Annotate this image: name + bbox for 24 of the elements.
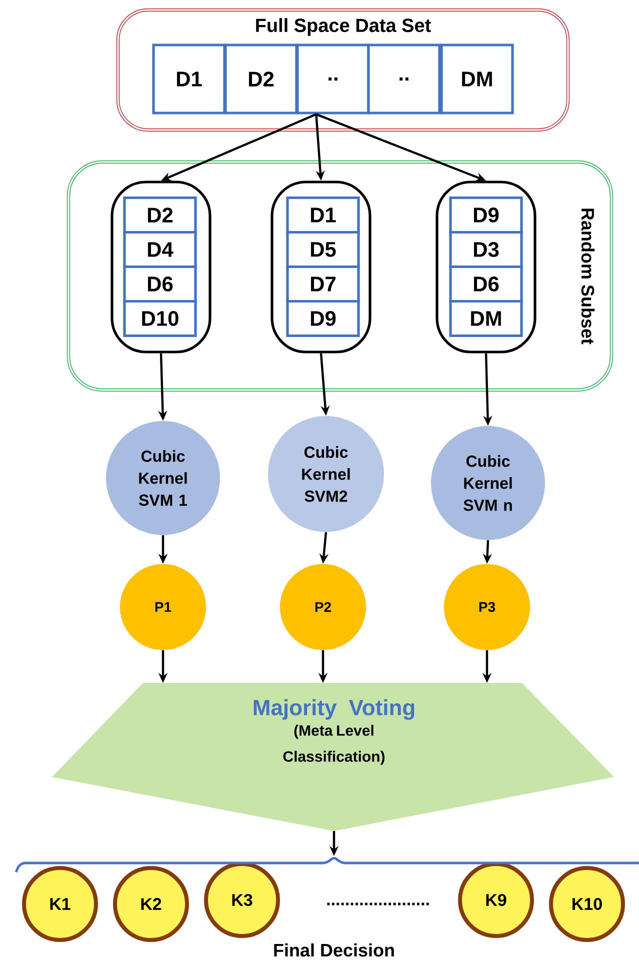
data-cell: D9 (286, 300, 360, 338)
subset-box (110, 180, 212, 354)
caption: Final Decision (274, 943, 394, 957)
data-cell: D6 (123, 265, 197, 303)
data-cell: D2 (123, 196, 197, 234)
data-cell: D7 (286, 265, 360, 303)
voting-pentagon: Majority Voting (Meta Level Classification) (52, 683, 614, 831)
data-cell: .. (367, 44, 441, 114)
data-cell: D5 (286, 230, 360, 268)
data-cell: D6 (449, 265, 523, 303)
data-cell: D4 (123, 230, 197, 268)
dots: ...................... (327, 902, 429, 906)
data-cell: D2 (224, 44, 298, 114)
data-cell: DM (449, 300, 523, 338)
brace (14, 858, 639, 873)
data-cell: D1 (152, 44, 226, 114)
subset-box (436, 180, 536, 354)
subset-box (270, 180, 372, 354)
data-cell: D9 (449, 196, 523, 234)
data-cell: D10 (123, 300, 197, 338)
data-cell: DM (440, 44, 514, 114)
data-cell: .. (296, 44, 370, 114)
data-cell: D1 (286, 196, 360, 234)
data-cell: D3 (449, 230, 523, 268)
